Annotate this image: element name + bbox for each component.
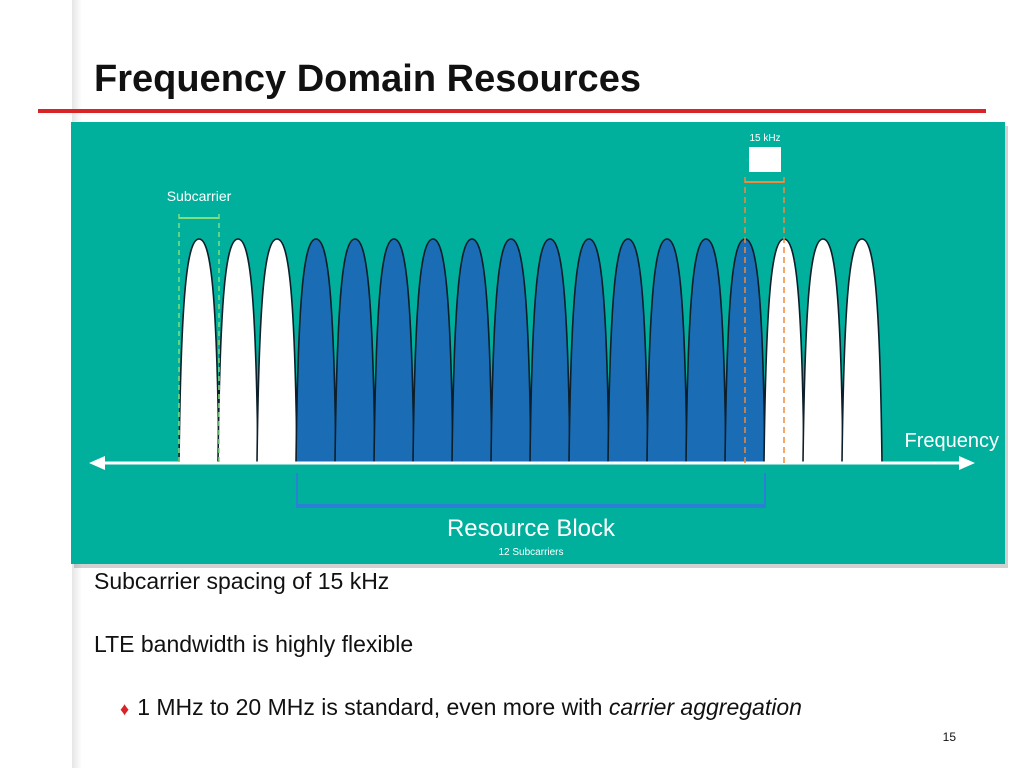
- resource-block-subcarrier: [412, 238, 454, 464]
- bullet-lte-bandwidth: LTE bandwidth is highly flexible: [94, 631, 414, 657]
- resource-block-subcarrier: [568, 238, 610, 464]
- diagram-canvas: Frequency Subcarrier 15 kHz Resource Blo…: [71, 122, 1005, 564]
- resource-block-subcarrier: [334, 238, 376, 464]
- page-number: 15: [942, 730, 956, 744]
- resource-block-subcarrier: [685, 238, 727, 464]
- resource-block-subcarrier: [607, 238, 649, 464]
- resource-block-subcarrier: [646, 238, 688, 464]
- resource-block-subcarrier: [529, 238, 571, 464]
- bullet-subcarrier-spacing: Subcarrier spacing of 15 kHz: [94, 568, 390, 594]
- guard-subcarrier: [217, 238, 259, 464]
- subcarrier-label: Subcarrier: [167, 188, 232, 204]
- subcarrier-marker: Subcarrier: [167, 188, 232, 463]
- subcarrier-lobes: [178, 238, 883, 464]
- subcarrier-diagram: Frequency Subcarrier 15 kHz Resource Blo…: [71, 122, 1005, 564]
- slide-title: Frequency Domain Resources: [94, 58, 641, 100]
- spacing-marker: 15 kHz: [744, 133, 785, 463]
- spacing-label-box: [749, 147, 781, 172]
- guard-subcarrier: [256, 238, 298, 464]
- axis-right-arrow-icon: [959, 456, 975, 470]
- axis-left-arrow-icon: [89, 456, 105, 470]
- frequency-axis: Frequency: [89, 430, 999, 470]
- resource-block-sublabel: 12 Subcarriers: [498, 547, 563, 558]
- guard-subcarrier: [178, 238, 220, 464]
- resource-block-subcarrier: [373, 238, 415, 464]
- spacing-label: 15 kHz: [749, 133, 780, 144]
- guard-subcarrier: [802, 238, 844, 464]
- resource-block-bracket: Resource Block 12 Subcarriers: [296, 473, 766, 558]
- diamond-bullet-icon: ♦: [120, 699, 130, 719]
- resource-block-label: Resource Block: [447, 515, 616, 542]
- sub-bullet-bandwidth-range: ♦ 1 MHz to 20 MHz is standard, even more …: [120, 694, 802, 721]
- sub-bullet-emphasis: carrier aggregation: [608, 694, 802, 720]
- guard-subcarrier: [841, 238, 883, 464]
- sub-bullet-text: 1 MHz to 20 MHz is standard, even more w…: [137, 694, 609, 720]
- resource-block-subcarrier: [451, 238, 493, 464]
- frequency-label: Frequency: [905, 430, 1000, 452]
- title-underline: [38, 109, 986, 113]
- resource-block-subcarrier: [295, 238, 337, 464]
- resource-block-subcarrier: [490, 238, 532, 464]
